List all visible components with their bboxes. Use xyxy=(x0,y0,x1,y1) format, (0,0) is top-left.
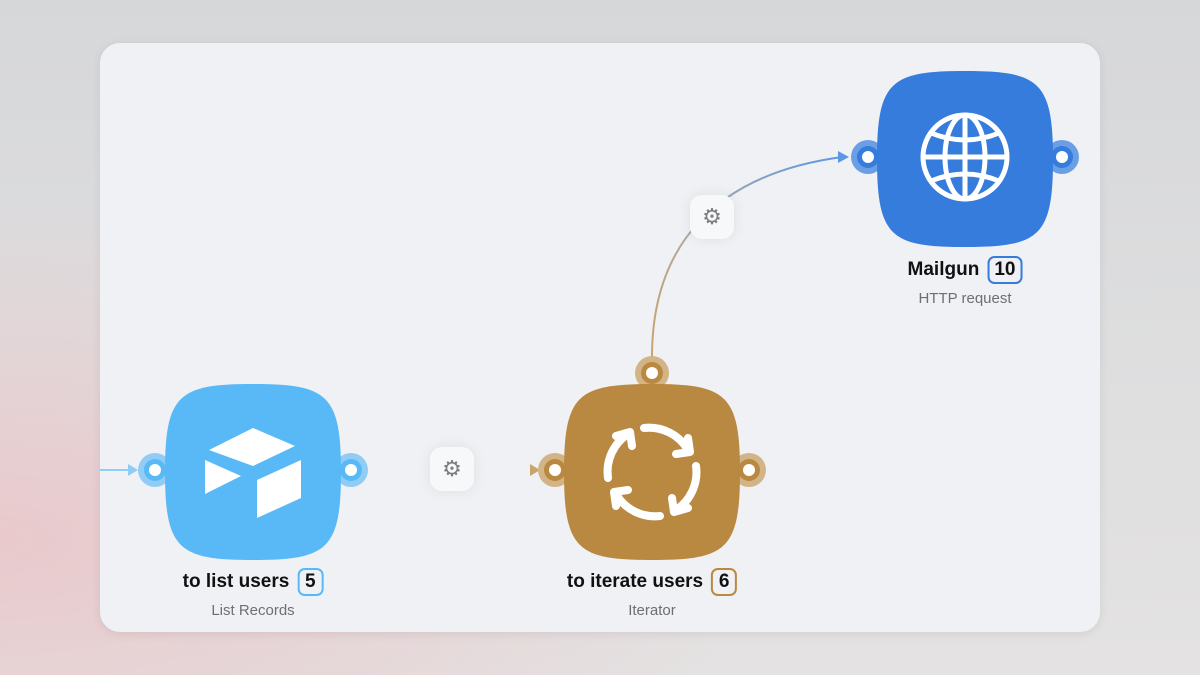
node-label-iterate-users: to iterate users 6 Iterator xyxy=(566,568,738,619)
arrow-icon xyxy=(128,464,138,476)
node-id-badge: 6 xyxy=(711,568,738,596)
arrow-icon xyxy=(530,464,540,476)
connections-layer xyxy=(100,71,1079,560)
gear-icon: ⚙ xyxy=(442,456,462,481)
scenario-canvas[interactable]: ⚙ ⚙ to list users 5 List Records to itera… xyxy=(100,43,1100,632)
arrow-icon xyxy=(838,151,849,163)
node-subtitle: List Records xyxy=(211,602,295,619)
node-id-badge: 5 xyxy=(297,568,324,596)
airtable-icon xyxy=(205,428,301,518)
node-label-mailgun: Mailgun 10 HTTP request xyxy=(908,256,1023,307)
node-list-users[interactable] xyxy=(138,384,368,560)
node-mailgun[interactable] xyxy=(851,71,1079,247)
node-subtitle: Iterator xyxy=(628,602,676,619)
node-title: to iterate users xyxy=(566,571,704,592)
connection-settings-button[interactable]: ⚙ xyxy=(690,195,734,239)
node-iterate-users[interactable] xyxy=(538,356,766,560)
node-label-list-users: to list users 5 List Records xyxy=(183,568,324,619)
connection-settings-button[interactable]: ⚙ xyxy=(430,447,474,491)
node-subtitle: HTTP request xyxy=(918,290,1012,307)
gear-icon: ⚙ xyxy=(702,204,722,229)
node-id-badge: 10 xyxy=(987,256,1023,284)
iterator-icon xyxy=(603,423,701,521)
globe-icon xyxy=(920,112,1010,202)
connection-iterate-to-mailgun[interactable] xyxy=(651,156,843,358)
node-title: to list users xyxy=(182,571,290,592)
node-title: Mailgun xyxy=(907,259,980,280)
